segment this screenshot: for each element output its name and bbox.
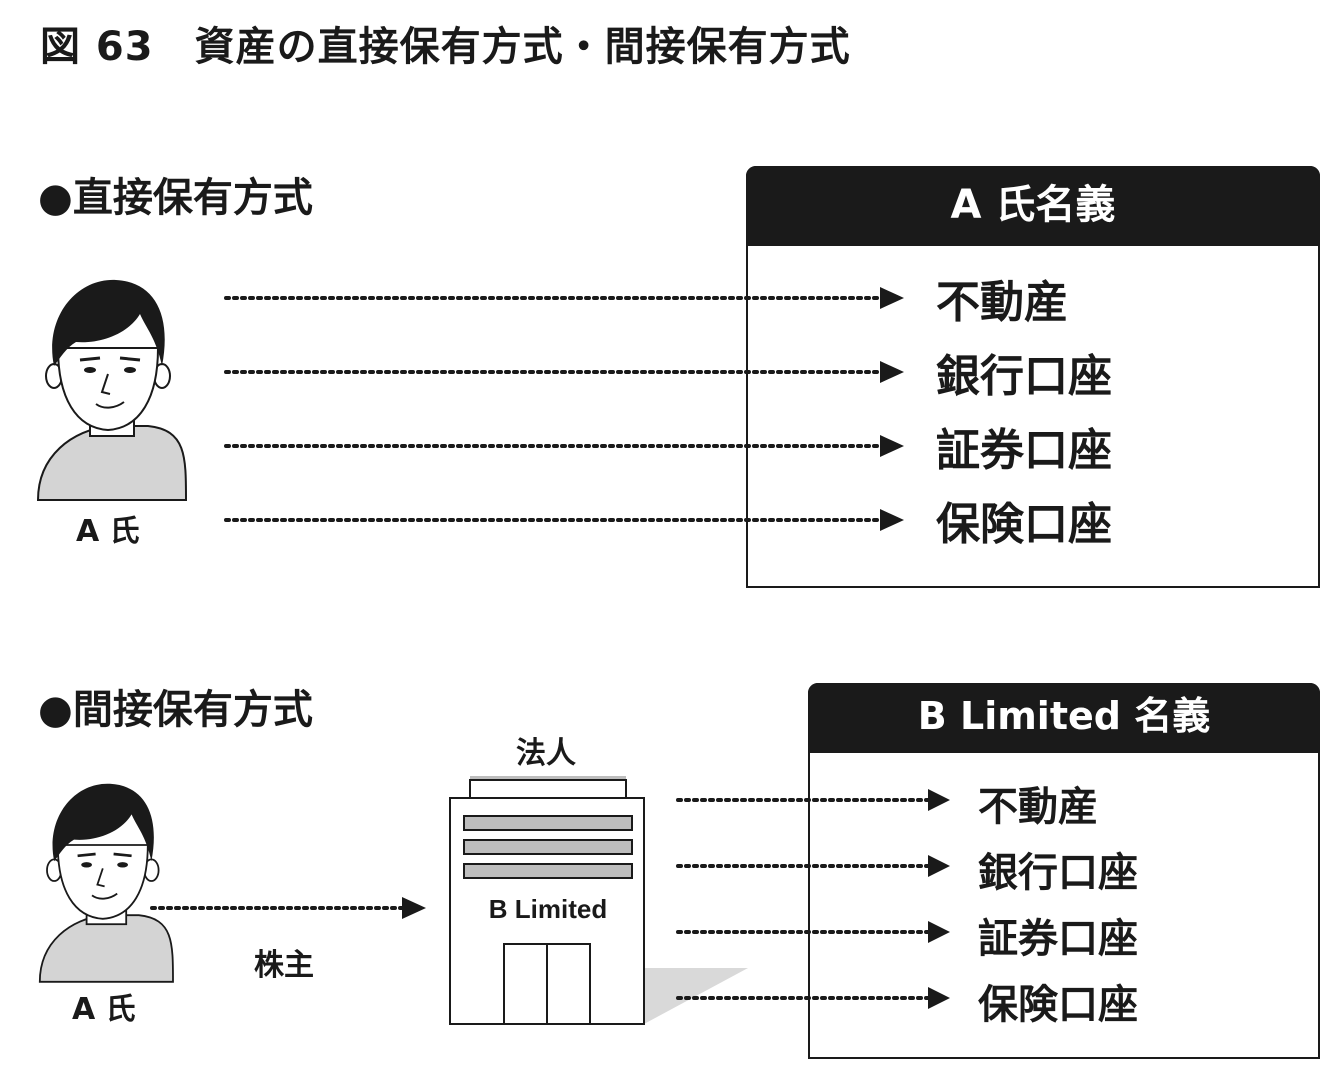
dotted-arrow (224, 361, 904, 383)
company-name: B Limited (489, 894, 607, 924)
direct-asset-real-estate: 不動産 (936, 277, 1068, 328)
indirect-asset-insurance-account: 保険口座 (978, 982, 1138, 1028)
indirect-holding-box: B Limited 名義 (808, 683, 1320, 1059)
direct-person-label: A 氏 (76, 514, 140, 549)
indirect-asset-securities-account: 証券口座 (978, 916, 1138, 962)
dotted-arrow (224, 509, 904, 531)
dotted-arrow (224, 287, 904, 309)
dotted-arrow (676, 987, 950, 1009)
dotted-arrow (676, 789, 950, 811)
building-icon: B Limited (449, 776, 748, 1025)
indirect-arrows (676, 789, 950, 1009)
indirect-asset-bank-account: 銀行口座 (978, 850, 1138, 896)
indirect-person-label: A 氏 (72, 992, 136, 1027)
person-icon (38, 783, 174, 983)
indirect-box-header: B Limited 名義 (808, 683, 1320, 753)
indirect-section-title: ●間接保有方式 (38, 687, 313, 733)
direct-asset-securities-account: 証券口座 (936, 425, 1112, 476)
shareholder-label: 株主 (254, 948, 314, 983)
indirect-asset-real-estate: 不動産 (978, 784, 1098, 830)
dotted-arrow (224, 435, 904, 457)
dotted-arrow (676, 921, 950, 943)
direct-arrows (224, 287, 904, 531)
corporation-label: 法人 (516, 736, 576, 771)
shareholder-arrow (150, 897, 426, 919)
dotted-arrow (676, 855, 950, 877)
figure-title: 図 63 資産の直接保有方式・間接保有方式 (40, 24, 851, 70)
direct-asset-insurance-account: 保険口座 (936, 499, 1112, 550)
person-icon (36, 279, 188, 501)
direct-asset-bank-account: 銀行口座 (936, 351, 1112, 402)
direct-box-header: A 氏名義 (746, 166, 1320, 246)
direct-holding-box: A 氏名義 (746, 166, 1320, 588)
direct-section-title: ●直接保有方式 (38, 175, 313, 221)
